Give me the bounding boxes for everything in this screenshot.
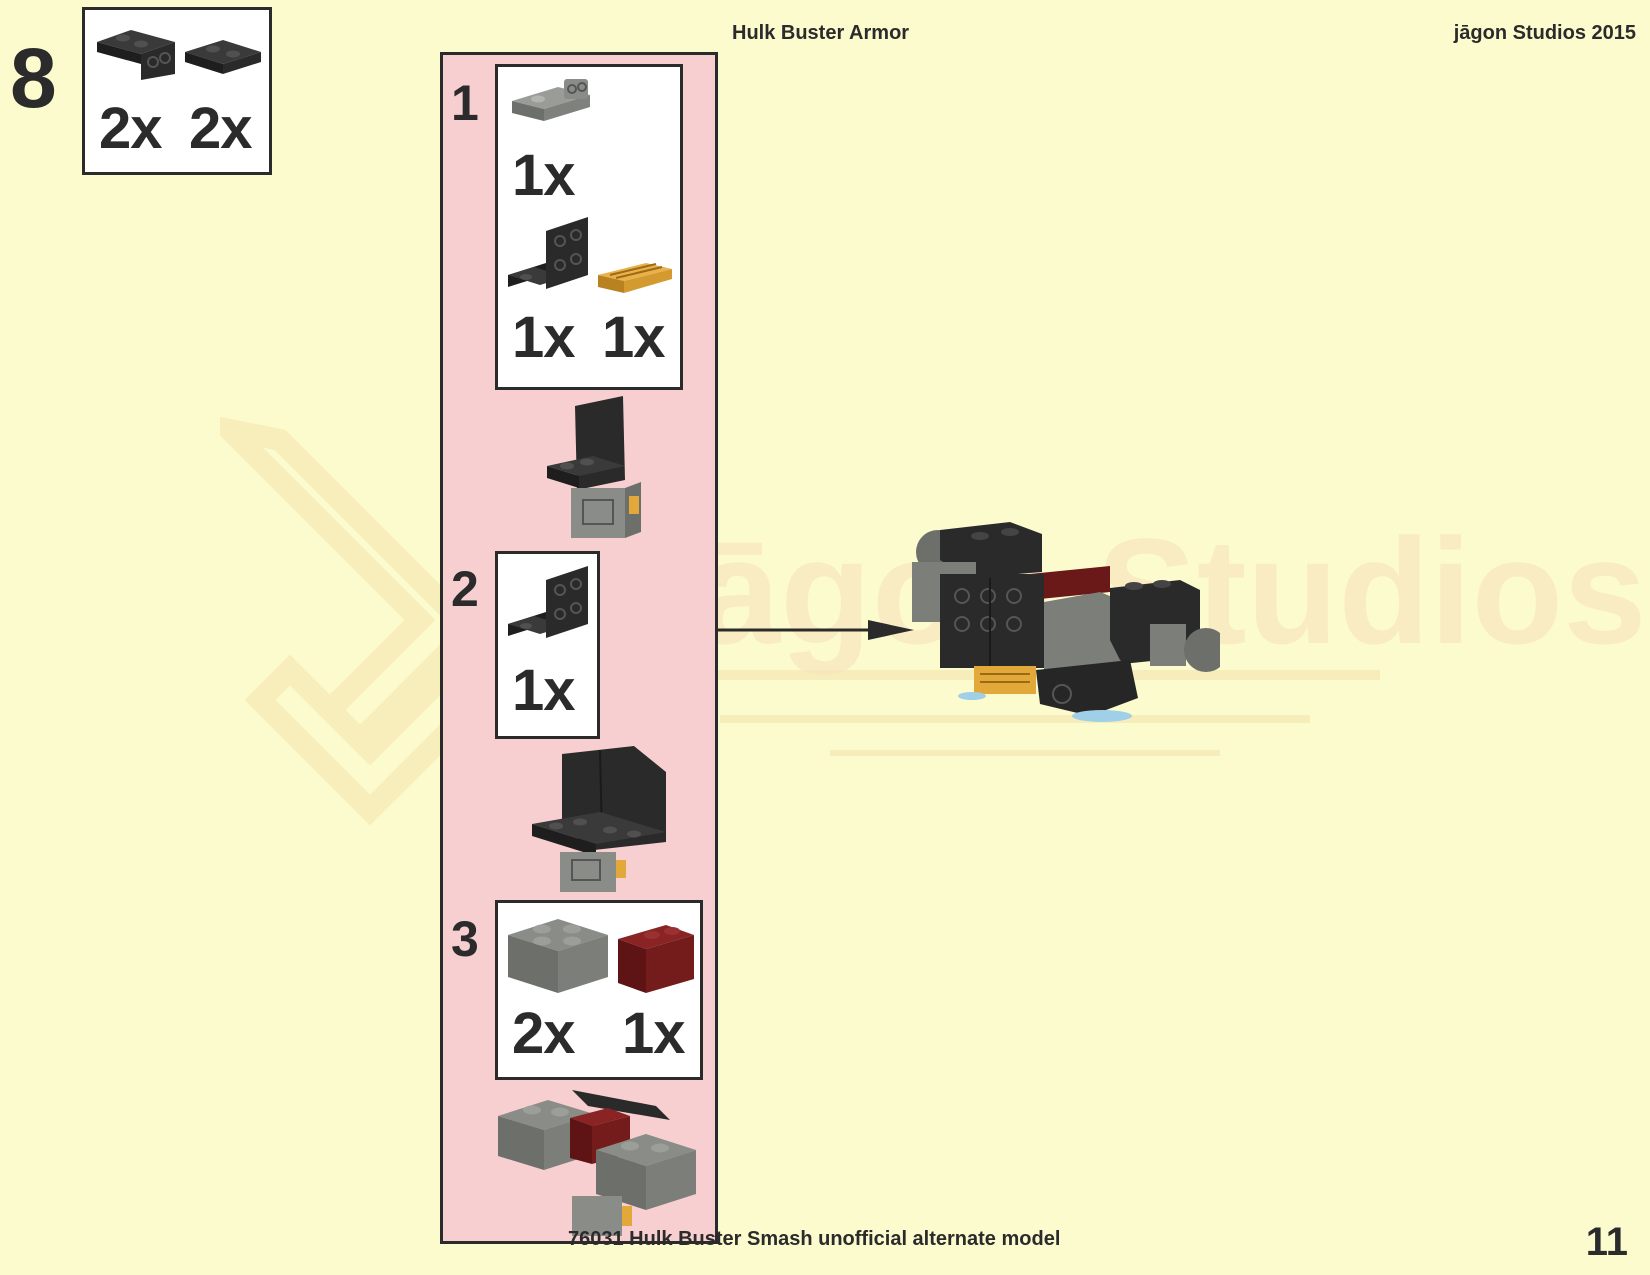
substep-3-parts-callout: 2x 1x xyxy=(495,900,703,1080)
footer-caption: 76031 Hulk Buster Smash unofficial alter… xyxy=(568,1228,1061,1250)
substep-part-qty: 1x xyxy=(512,143,576,208)
black-bracket-2x2-icon xyxy=(506,215,592,301)
substep-1-assembly-image xyxy=(545,396,655,542)
gray-brick-2x2-icon xyxy=(506,913,610,997)
substep-2-assembly-image xyxy=(530,746,670,894)
substep-part-qty: 1x xyxy=(512,305,576,370)
substep-number: 1 xyxy=(451,75,479,131)
main-part-qty: 2x xyxy=(99,96,163,161)
black-plate-1x2-icon xyxy=(183,38,263,78)
attach-arrow-icon xyxy=(718,618,918,642)
substep-part-qty: 1x xyxy=(622,1001,686,1066)
page-number: 11 xyxy=(1585,1220,1628,1264)
black-bracket-plate-icon xyxy=(93,24,179,82)
substep-part-qty: 2x xyxy=(512,1001,576,1066)
black-bracket-2x2-icon xyxy=(506,564,592,650)
main-step-number: 8 xyxy=(10,31,57,125)
header-title: Hulk Buster Armor xyxy=(732,22,910,44)
main-parts-callout: 2x 2x xyxy=(82,7,272,175)
substep-3-assembly-image xyxy=(496,1088,702,1240)
main-part-qty: 2x xyxy=(189,96,253,161)
substep-number: 2 xyxy=(451,561,479,617)
substep-1-parts-callout: 1x 1x 1x xyxy=(495,64,683,390)
substep-number: 3 xyxy=(451,911,479,967)
gray-plate-with-clip-icon xyxy=(508,77,594,127)
tan-grille-tile-icon xyxy=(596,259,674,299)
substep-part-qty: 1x xyxy=(512,658,576,723)
main-model-assembly-image xyxy=(910,520,1220,730)
substep-part-qty: 1x xyxy=(602,305,666,370)
header-brand: jāgon Studios 2015 xyxy=(1453,22,1636,44)
substep-2-parts-callout: 1x xyxy=(495,551,600,739)
dark-red-brick-1x2-icon xyxy=(616,921,696,997)
